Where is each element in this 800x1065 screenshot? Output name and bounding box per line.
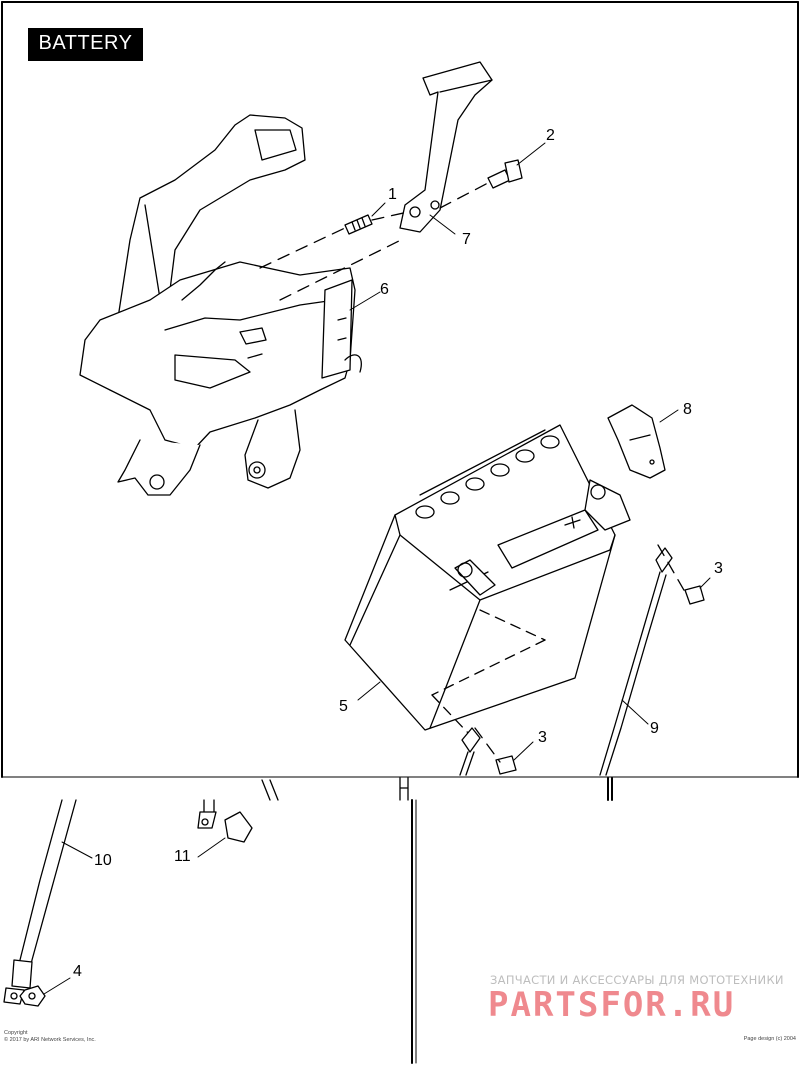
leader-lines [43, 142, 711, 995]
cable-stub-center [399, 777, 409, 801]
callout-3-lower: 3 [538, 729, 547, 746]
diagram-title: BATTERY [38, 32, 133, 54]
page-design-notice: Page design (c) 2004 [743, 1036, 796, 1042]
callout-2: 2 [546, 127, 555, 144]
callout-6: 6 [380, 281, 389, 298]
callout-10: 10 [94, 852, 112, 869]
battery [344, 424, 631, 736]
callout-8: 8 [683, 401, 692, 418]
positive-cable-9 [599, 547, 673, 776]
screw-2 [487, 159, 523, 189]
callout-7: 7 [462, 231, 471, 248]
copyright-line-1: Copyright [4, 1030, 28, 1036]
cable-stub-right [607, 777, 613, 801]
nut-4 [19, 985, 46, 1007]
screw-1 [344, 214, 373, 235]
screw-3-upper [684, 585, 705, 605]
terminal-boot [607, 404, 666, 479]
ground-cable-10 [3, 799, 77, 1005]
cable-lower [459, 727, 481, 776]
watermark-caption: ЗАПЧАСТИ И АКСЕССУАРЫ ДЛЯ МОТОТЕХНИКИ [490, 973, 784, 987]
callout-11: 11 [174, 848, 191, 865]
watermark-brand: PARTSFOR.RU [488, 985, 736, 1025]
diagram-title-box: BATTERY [28, 28, 143, 61]
callout-1: 1 [388, 186, 397, 203]
battery-tray [79, 114, 362, 496]
ring-terminal-11 [197, 779, 279, 843]
assembly-lines [259, 182, 686, 763]
screw-3-lower [495, 755, 517, 775]
copyright-line-2: © 2017 by ARI Network Services, Inc. [4, 1037, 96, 1043]
callout-4: 4 [73, 963, 82, 980]
strap-bracket [399, 61, 493, 233]
callout-5: 5 [339, 698, 348, 715]
callout-9: 9 [650, 720, 659, 737]
copyright-notice: Copyright © 2017 by ARI Network Services… [4, 1030, 96, 1044]
callout-3-upper: 3 [714, 560, 723, 577]
